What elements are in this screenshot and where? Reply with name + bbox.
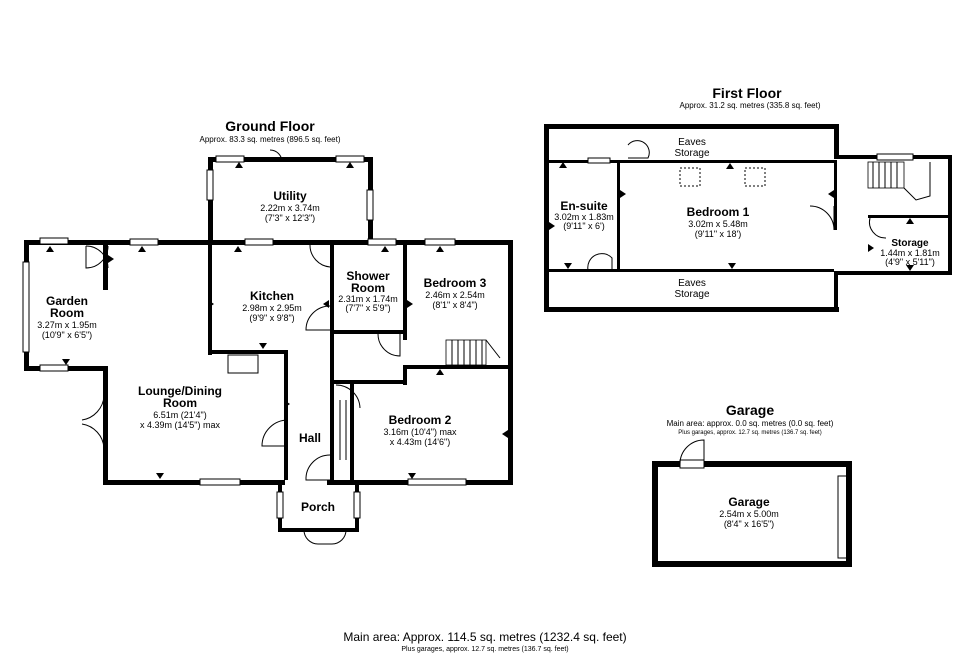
first-floor-stairs: [867, 161, 931, 201]
garage-area-note: Plus garages, approx. 12.7 sq. metres (1…: [678, 430, 821, 436]
room-name: Garden: [46, 294, 88, 308]
roof-light: [744, 167, 766, 187]
room-dims: (9'9" x 9'8"): [249, 313, 294, 323]
door: [627, 140, 650, 159]
room-dims: x 4.43m (14'6"): [390, 437, 450, 447]
room-en-suite: En-suite 3.02m x 1.83m (9'11" x 6'): [554, 199, 614, 231]
room-name: Bedroom 2: [389, 413, 452, 427]
room-name: Room: [50, 306, 84, 320]
total-area-note: Plus garages, approx. 12.7 sq. metres (1…: [401, 646, 568, 653]
room-dims: 3.16m (10'4") max: [384, 427, 457, 437]
room-name: Storage: [674, 289, 709, 300]
room-name: Eaves: [678, 137, 706, 148]
room-name: Room: [163, 396, 197, 410]
room-name: Room: [351, 281, 385, 295]
wall: [652, 461, 658, 567]
roof-light: [679, 167, 701, 187]
room-dims: 3.02m x 5.48m: [688, 219, 748, 229]
garage-title: Garage: [726, 402, 774, 418]
door: [587, 253, 613, 271]
garage-area: Main area: approx. 0.0 sq. metres (0.0 s…: [667, 419, 834, 428]
room-garden-room: Garden Room 3.27m x 1.95m (10'9" x 6'5"): [37, 294, 97, 340]
room-dims: 2.46m x 2.54m: [425, 290, 485, 300]
room-bedroom-2: Bedroom 2 3.16m (10'4") max x 4.43m (14'…: [384, 413, 457, 447]
door: [679, 439, 705, 465]
ground-floor-title: Ground Floor: [225, 118, 315, 134]
door-arrows: [46, 162, 914, 479]
room-dims: (7'3" x 12'3"): [265, 213, 315, 223]
room-name: Lounge/Dining: [138, 384, 222, 398]
ground-floor-stairs: [445, 339, 501, 366]
room-dims: (8'4" x 16'5"): [724, 519, 774, 529]
room-dims: (8'1" x 8'4"): [432, 300, 477, 310]
room-dims: 3.27m x 1.95m: [37, 320, 97, 330]
room-porch: Porch: [301, 500, 335, 514]
room-dims: (9'11" x 18'): [695, 229, 742, 239]
room-dims: 1.44m x 1.81m: [880, 248, 940, 258]
room-name: Utility: [273, 189, 307, 203]
wall: [652, 461, 852, 467]
room-eaves-storage-bottom: Eaves Storage: [674, 278, 709, 300]
room-dims: 6.51m (21'4"): [153, 410, 206, 420]
first-floor-title: First Floor: [712, 85, 782, 101]
room-name: Shower: [346, 269, 390, 283]
room-storage: Storage 1.44m x 1.81m (4'9" x 5'11"): [880, 238, 940, 267]
wall: [652, 561, 852, 567]
room-name: En-suite: [560, 199, 608, 213]
ground-floor-area: Approx. 83.3 sq. metres (896.5 sq. feet): [200, 135, 341, 144]
room-name: Garage: [728, 495, 770, 509]
room-utility: Utility 2.22m x 3.74m (7'3" x 12'3"): [260, 189, 320, 223]
room-name: Eaves: [678, 278, 706, 289]
room-dims: (7'7" x 5'9"): [345, 303, 390, 313]
first-floor-area: Approx. 31.2 sq. metres (335.8 sq. feet): [680, 101, 821, 110]
room-name: Storage: [891, 238, 929, 249]
room-shower-room: Shower Room 2.31m x 1.74m (7'7" x 5'9"): [338, 269, 398, 313]
room-dims: (9'11" x 6'): [563, 221, 604, 231]
ground-floor-windows: [22, 155, 849, 559]
room-kitchen: Kitchen 2.98m x 2.95m (9'9" x 9'8"): [242, 289, 302, 323]
door-gap: [679, 459, 705, 469]
room-dims: 2.22m x 3.74m: [260, 203, 320, 213]
ground-floor-doors: [81, 149, 401, 545]
room-name: Bedroom 1: [687, 205, 750, 219]
room-bedroom-1: Bedroom 1 3.02m x 5.48m (9'11" x 18'): [687, 205, 750, 239]
door: [809, 205, 835, 231]
room-dims: 3.02m x 1.83m: [554, 212, 614, 222]
room-dims: (4'9" x 5'11"): [885, 257, 935, 267]
room-name: Bedroom 3: [424, 276, 487, 290]
total-area: Main area: Approx. 114.5 sq. metres (123…: [343, 630, 626, 644]
room-hall: Hall: [299, 431, 321, 445]
room-dims: x 4.39m (14'5") max: [140, 420, 220, 430]
door: [869, 217, 887, 239]
room-dims: (10'9" x 6'5"): [42, 330, 92, 340]
window: [876, 153, 914, 161]
room-dims: 2.54m x 5.00m: [719, 509, 779, 519]
window: [587, 157, 611, 164]
room-dims: 2.98m x 2.95m: [242, 303, 302, 313]
room-lounge-dining: Lounge/Dining Room 6.51m (21'4") x 4.39m…: [138, 384, 222, 430]
kitchen-counter: [227, 354, 259, 374]
first-floor-plan: First Floor Approx. 31.2 sq. metres (335…: [544, 85, 952, 312]
room-eaves-storage-top: Eaves Storage: [674, 137, 709, 159]
room-bedroom-3: Bedroom 3 2.46m x 2.54m (8'1" x 8'4"): [424, 276, 487, 310]
room-name: Storage: [674, 148, 709, 159]
room-name: Kitchen: [250, 289, 294, 303]
garage-plan: Garage Main area: approx. 0.0 sq. metres…: [652, 402, 852, 567]
room-dims: 2.31m x 1.74m: [338, 294, 398, 304]
wall: [846, 461, 852, 567]
ground-floor-plan: Ground Floor Approx. 83.3 sq. metres (89…: [22, 118, 849, 559]
